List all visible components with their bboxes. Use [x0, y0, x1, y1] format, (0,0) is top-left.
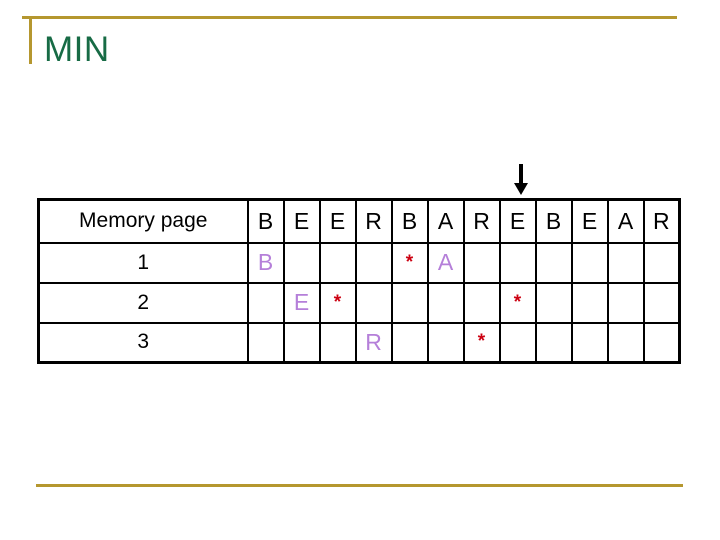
- slide-title: MIN: [44, 30, 110, 69]
- grid-cell: [462, 241, 501, 284]
- grid-cell: *: [318, 281, 357, 324]
- grid-cell: [354, 281, 393, 324]
- top-accent-line: [22, 16, 677, 19]
- reference-letter: R: [642, 198, 681, 244]
- reference-letter: A: [426, 198, 465, 244]
- reference-letter: E: [498, 198, 537, 244]
- grid-cell: [642, 321, 681, 364]
- grid-cell: [246, 321, 285, 364]
- row-label: 2: [37, 281, 249, 324]
- grid-cell: *: [462, 321, 501, 364]
- down-arrow-icon: [512, 164, 530, 196]
- grid-cell: [282, 241, 321, 284]
- page-replacement-table: Memory page B E E R B A R E B E A R 1 B …: [37, 198, 681, 364]
- reference-letter: A: [606, 198, 645, 244]
- left-accent-line: [29, 16, 32, 64]
- grid-cell: [354, 241, 393, 284]
- grid-cell: [642, 281, 681, 324]
- grid-cell: E: [282, 281, 321, 324]
- grid-cell: [426, 321, 465, 364]
- grid-cell: A: [426, 241, 465, 284]
- reference-string-row: Memory page B E E R B A R E B E A R: [37, 198, 681, 244]
- reference-letter: R: [354, 198, 393, 244]
- grid-cell: R: [354, 321, 393, 364]
- grid-cell: [570, 241, 609, 284]
- grid-cell: [642, 241, 681, 284]
- grid-cell: [498, 241, 537, 284]
- grid-cell: [570, 281, 609, 324]
- grid-cell: [318, 321, 357, 364]
- grid-cell: [570, 321, 609, 364]
- memory-page-row: 3 R *: [37, 321, 681, 364]
- grid-cell: *: [390, 241, 429, 284]
- reference-letter: R: [462, 198, 501, 244]
- grid-cell: [390, 281, 429, 324]
- grid-cell: [534, 281, 573, 324]
- reference-letter: E: [570, 198, 609, 244]
- grid-cell: [426, 281, 465, 324]
- reference-letter: E: [282, 198, 321, 244]
- grid-cell: [462, 281, 501, 324]
- reference-letter: B: [246, 198, 285, 244]
- grid-cell: [282, 321, 321, 364]
- grid-cell: [606, 321, 645, 364]
- grid-cell: [534, 241, 573, 284]
- bottom-accent-line: [36, 484, 683, 487]
- reference-letter: E: [318, 198, 357, 244]
- memory-page-row: 1 B * A: [37, 241, 681, 284]
- memory-page-header: Memory page: [37, 198, 249, 244]
- grid-cell: [606, 241, 645, 284]
- grid-cell: [246, 281, 285, 324]
- row-label: 1: [37, 241, 249, 284]
- reference-letter: B: [534, 198, 573, 244]
- memory-page-row: 2 E * *: [37, 281, 681, 324]
- row-label: 3: [37, 321, 249, 364]
- grid-cell: [606, 281, 645, 324]
- reference-letter: B: [390, 198, 429, 244]
- grid-cell: [318, 241, 357, 284]
- grid-cell: [498, 321, 537, 364]
- grid-cell: *: [498, 281, 537, 324]
- grid-cell: [534, 321, 573, 364]
- grid-cell: [390, 321, 429, 364]
- grid-cell: B: [246, 241, 285, 284]
